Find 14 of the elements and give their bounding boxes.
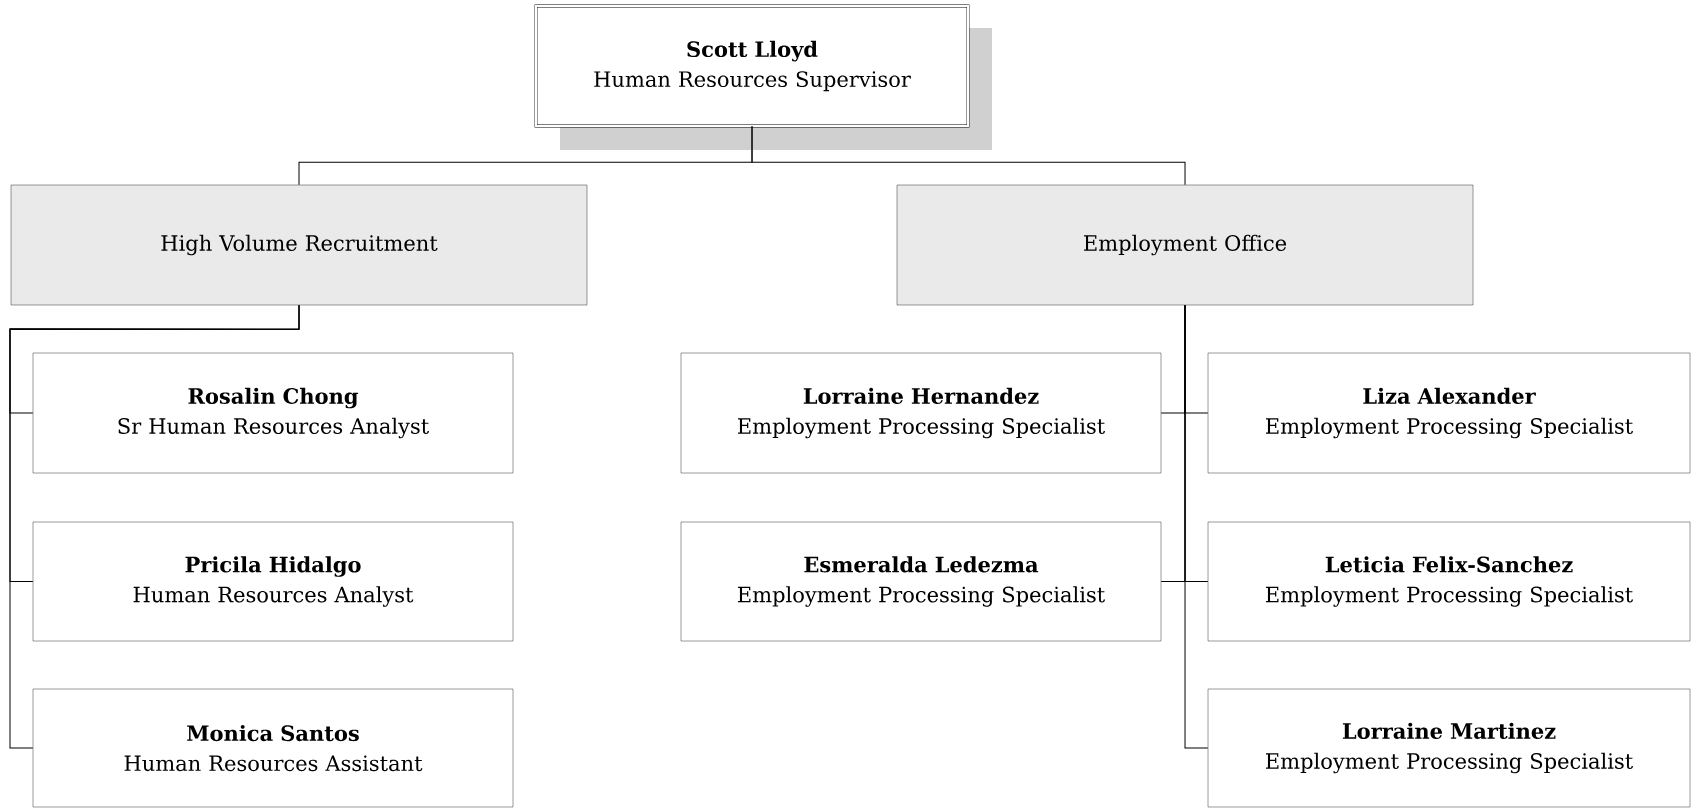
supervisor-box: Scott Lloyd Human Resources Supervisor	[534, 4, 970, 128]
employee-box: Leticia Felix-Sanchez Employment Processing Specialist	[1207, 521, 1691, 642]
employee-box: Pricila Hidalgo Human Resources Analyst	[32, 521, 514, 642]
employee-box: Monica Santos Human Resources Assistant	[32, 688, 514, 808]
department-box: High Volume Recruitment	[10, 184, 588, 306]
connector-line	[9, 304, 300, 749]
department-box: Employment Office	[896, 184, 1474, 306]
employee-box: Lorraine Martinez Employment Processing Specialist	[1207, 688, 1691, 808]
employee-box: Rosalin Chong Sr Human Resources Analyst	[32, 352, 514, 474]
connector-line	[751, 125, 1186, 186]
connector-line	[1184, 304, 1209, 749]
employee-box: Liza Alexander Employment Processing Specialist	[1207, 352, 1691, 474]
employee-box: Esmeralda Ledezma Employment Processing Specialist	[680, 521, 1162, 642]
employee-box: Lorraine Hernandez Employment Processing Specialist	[680, 352, 1162, 474]
